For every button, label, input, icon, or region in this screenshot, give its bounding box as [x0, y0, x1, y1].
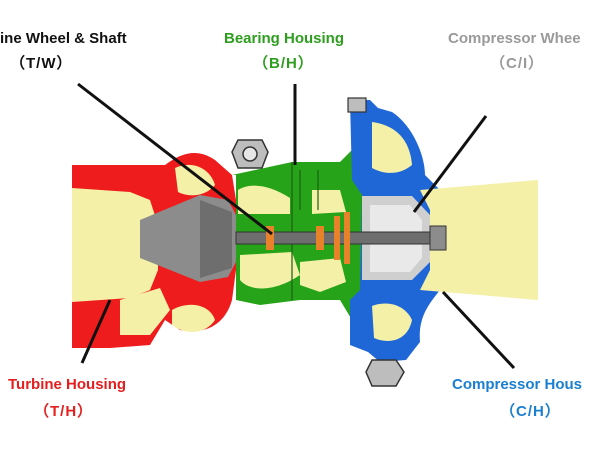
turbine-housing-label: Turbine Housing	[8, 376, 127, 393]
bearing-housing-abbr: （B/H）	[253, 55, 314, 72]
bearing-housing-part	[231, 120, 368, 320]
turbine-wheel-label: ine Wheel & Shaft	[0, 30, 127, 47]
leader-lines	[77, 82, 516, 370]
compressor-housing-abbr: （C/H）	[500, 403, 561, 420]
compressor-wheel-label: Compressor Whee	[448, 30, 581, 47]
bearing-housing-label: Bearing Housing	[224, 30, 345, 47]
turbine-housing-abbr: （T/H）	[34, 403, 94, 420]
bearing-parts	[266, 212, 350, 264]
turbine-wheel-abbr: （T/W）	[10, 55, 73, 72]
leader-turbine-housing	[80, 299, 112, 364]
compressor-wheel-abbr: （C/I）	[490, 55, 545, 72]
leader-turbine-wheel	[77, 82, 273, 236]
leader-compressor-housing	[441, 290, 516, 370]
turbine-wheel-part	[140, 195, 236, 282]
leader-compressor-wheel	[412, 115, 488, 213]
compressor-housing-label: Compressor Hous	[452, 376, 583, 393]
